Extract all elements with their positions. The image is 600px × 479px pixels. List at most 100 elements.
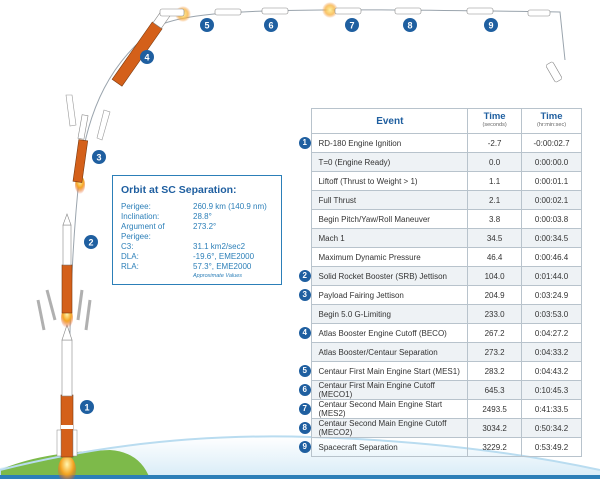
event-cell: Centaur First Main Engine Start (MES1) — [311, 361, 469, 381]
orbit-info-box: Orbit at SC Separation: Perigee: 260.9 k… — [112, 175, 282, 285]
time-clock-cell: 0:04:43.2 — [521, 361, 582, 381]
row-badge-cell: 4 — [298, 323, 313, 343]
time-clock-cell: 0:50:34.2 — [521, 418, 582, 438]
event-number-badge: 6 — [298, 384, 311, 396]
time-clock-cell: -0:00:02.7 — [521, 133, 582, 153]
time-seconds-cell: 2493.5 — [467, 399, 523, 419]
marker-4: 4 — [140, 50, 154, 64]
header-event: Event — [311, 108, 469, 134]
header-time-seconds: Time (seconds) — [467, 108, 523, 134]
row-badge-cell — [298, 152, 313, 172]
orbit-label: DLA: — [121, 252, 139, 261]
time-seconds-cell: 0.0 — [467, 152, 523, 172]
event-cell: RD-180 Engine Ignition — [311, 133, 469, 153]
event-number-badge: 5 — [298, 365, 311, 377]
orbit-row-dla: DLA: -19.6°, EME2000 — [121, 252, 274, 262]
time-clock-cell: 0:53:49.2 — [521, 437, 582, 457]
time-clock-cell: 0:00:03.8 — [521, 209, 582, 229]
row-badge-cell — [298, 171, 313, 191]
time-clock-cell: 0:03:53.0 — [521, 304, 582, 324]
event-cell: Maximum Dynamic Pressure — [311, 247, 469, 267]
time-clock-cell: 0:00:34.5 — [521, 228, 582, 248]
orbit-label: Perigee: — [121, 202, 151, 211]
row-badge-cell — [298, 342, 313, 362]
orbit-row-rla: RLA: 57.3°, EME2000 — [121, 262, 274, 272]
orbit-value: 31.1 km2/sec2 — [193, 242, 246, 251]
marker-5: 5 — [200, 18, 214, 32]
orbit-value: -19.6°, EME2000 — [193, 252, 255, 261]
event-cell: T=0 (Engine Ready) — [311, 152, 469, 172]
time-clock-cell: 0:41:33.5 — [521, 399, 582, 419]
row-badge-cell: 9 — [298, 437, 313, 457]
orbit-row-perigee: Perigee: 260.9 km (140.9 nm) — [121, 202, 274, 212]
time-seconds-cell: 34.5 — [467, 228, 523, 248]
orbit-label: Argument of Perigee: — [121, 222, 165, 241]
orbit-row-c3: C3: 31.1 km2/sec2 — [121, 242, 274, 252]
row-badge-cell — [298, 228, 313, 248]
time-seconds-cell: 204.9 — [467, 285, 523, 305]
orbit-value: 260.9 km (140.9 nm) — [193, 202, 267, 211]
row-badge-cell: 7 — [298, 399, 313, 419]
header-time-clock-label: Time — [540, 111, 563, 122]
row-badge-cell: 2 — [298, 266, 313, 286]
event-cell: Atlas Booster/Centaur Separation — [311, 342, 469, 362]
header-time-clock-unit: (hr:min:sec) — [537, 122, 567, 128]
time-seconds-cell: 645.3 — [467, 380, 523, 400]
time-seconds-cell: 267.2 — [467, 323, 523, 343]
launch-timeline-table: Event Time (seconds) Time (hr:min:sec) 1… — [298, 108, 582, 457]
centaur-stages — [159, 7, 563, 83]
svg-text:2: 2 — [88, 238, 93, 248]
time-seconds-cell: 46.4 — [467, 247, 523, 267]
event-cell: Centaur Second Main Engine Start (MES2) — [311, 399, 469, 419]
time-seconds-cell: 3034.2 — [467, 418, 523, 438]
time-seconds-cell: 233.0 — [467, 304, 523, 324]
event-cell: Centaur Second Main Engine Cutoff (MECO2… — [311, 418, 469, 438]
time-seconds-cell: 283.2 — [467, 361, 523, 381]
rocket-fairing-jettison — [65, 94, 111, 194]
marker-2: 2 — [84, 235, 98, 249]
event-cell: Begin 5.0 G-Limiting — [311, 304, 469, 324]
marker-8: 8 — [403, 18, 417, 32]
table-header-row: Event Time (seconds) Time (hr:min:sec) — [298, 108, 582, 134]
rocket-booster-ascent — [111, 9, 171, 87]
time-seconds-cell: 104.0 — [467, 266, 523, 286]
svg-text:6: 6 — [268, 21, 273, 31]
time-clock-cell: 0:01:44.0 — [521, 266, 582, 286]
row-badge-cell — [298, 209, 313, 229]
svg-text:3: 3 — [96, 153, 101, 163]
row-badge-cell: 5 — [298, 361, 313, 381]
event-number-badge: 9 — [298, 441, 311, 453]
svg-text:7: 7 — [349, 21, 354, 31]
rocket-srb-jettison — [36, 213, 92, 331]
time-seconds-cell: 1.1 — [467, 171, 523, 191]
row-badge-cell: 8 — [298, 418, 313, 438]
orbit-value: 28.8° — [193, 212, 212, 221]
time-seconds-cell: 2.1 — [467, 190, 523, 210]
header-time-clock: Time (hr:min:sec) — [521, 108, 582, 134]
row-badge-cell: 6 — [298, 380, 313, 400]
svg-text:1: 1 — [84, 403, 89, 413]
event-cell: Centaur First Main Engine Cutoff (MECO1) — [311, 380, 469, 400]
stage-markers: 1 2 3 4 5 6 7 8 9 — [80, 18, 498, 414]
marker-9: 9 — [484, 18, 498, 32]
event-cell: Payload Fairing Jettison — [311, 285, 469, 305]
ignition-glow-mes2 — [322, 2, 338, 18]
event-number-badge: 8 — [298, 422, 311, 434]
event-cell: Solid Rocket Booster (SRB) Jettison — [311, 266, 469, 286]
svg-text:4: 4 — [144, 53, 149, 63]
